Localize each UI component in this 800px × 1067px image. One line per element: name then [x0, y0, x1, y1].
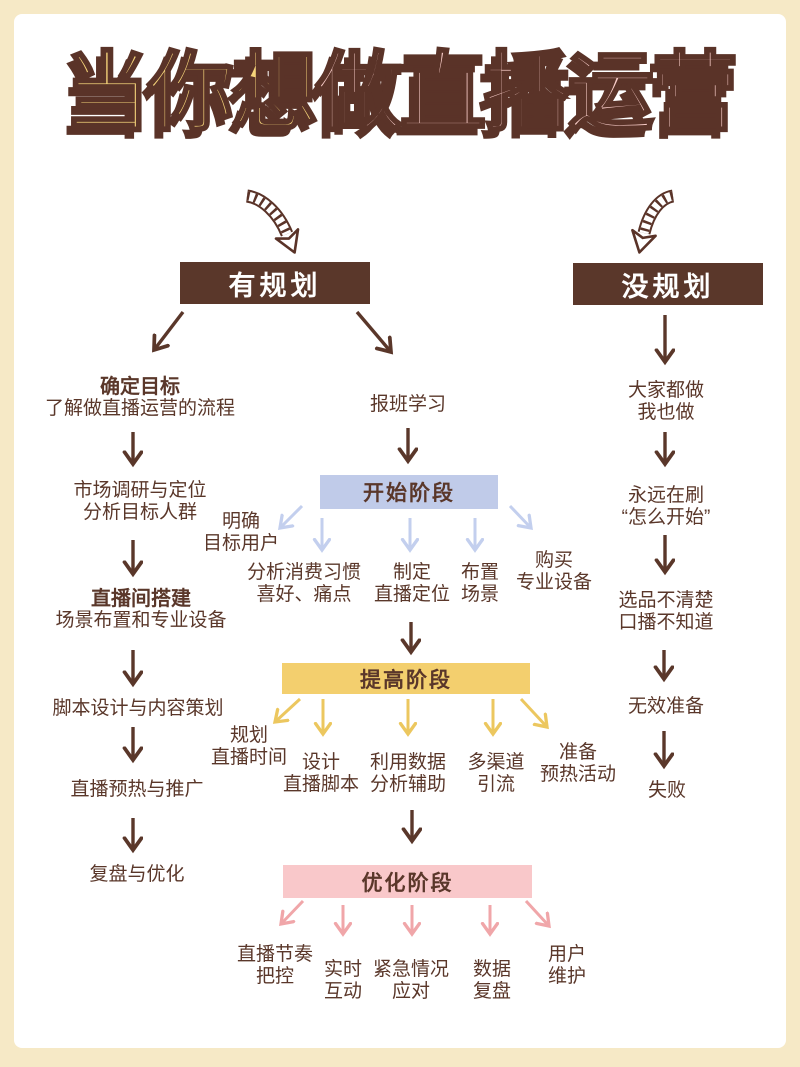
- flow-node-scrolling-how-to: 永远在刷 “怎么开始”: [621, 485, 711, 528]
- flow-node-goal: 确定目标 了解做直播运营的流程: [44, 376, 236, 419]
- flow-node-follow-crowd: 大家都做 我也做: [627, 380, 705, 423]
- start-item-positioning: 制定 直播定位: [373, 562, 451, 605]
- optimize-item-interaction: 实时 互动: [323, 959, 363, 1002]
- flow-node-ineffective-prep: 无效准备: [627, 696, 705, 717]
- start-item-target-user: 明确 目标用户: [202, 511, 280, 554]
- optimize-item-pacing: 直播节奏 把控: [236, 944, 314, 987]
- phase-box-optimize: 优化阶段: [283, 865, 532, 898]
- optimize-item-emergency: 紧急情况 应对: [372, 959, 450, 1002]
- start-item-scene: 布置 场景: [460, 562, 500, 605]
- improve-item-script: 设计 直播脚本: [282, 752, 360, 795]
- start-item-consumer-analysis: 分析消费习惯 喜好、痛点: [246, 562, 362, 605]
- flow-node-script: 脚本设计与内容策划: [52, 698, 224, 719]
- title-part-pink: 做直播运营: [315, 44, 740, 142]
- improve-item-warmup: 准备 预热活动: [539, 742, 617, 785]
- title-part-yellow: 当你想: [63, 44, 320, 142]
- branch-box-unplanned: 没规划: [573, 263, 763, 305]
- flow-node-studio: 直播间搭建 场景布置和专业设备: [55, 588, 227, 631]
- flow-node-research: 市场调研与定位 分析目标人群: [73, 480, 207, 523]
- flow-node-failure: 失败: [647, 780, 687, 801]
- start-item-equipment: 购买 专业设备: [515, 550, 593, 593]
- improve-item-schedule: 规划 直播时间: [210, 725, 288, 768]
- flow-node-review: 复盘与优化: [89, 864, 185, 885]
- phase-box-start: 开始阶段: [320, 475, 498, 509]
- phase-box-improve: 提高阶段: [282, 663, 530, 694]
- improve-item-multichannel: 多渠道 引流: [467, 752, 525, 795]
- flow-node-unclear: 选品不清楚 口播不知道: [618, 590, 714, 633]
- improve-item-data-analysis: 利用数据 分析辅助: [369, 752, 447, 795]
- flow-node-promo: 直播预热与推广: [70, 779, 204, 800]
- page-title: 当你想做直播运营: [0, 44, 800, 142]
- optimize-item-data-review: 数据 复盘: [472, 959, 512, 1002]
- branch-box-planned: 有规划: [180, 262, 370, 304]
- optimize-item-user-maintenance: 用户 维护: [547, 944, 587, 987]
- flow-node-class: 报班学习: [369, 394, 447, 415]
